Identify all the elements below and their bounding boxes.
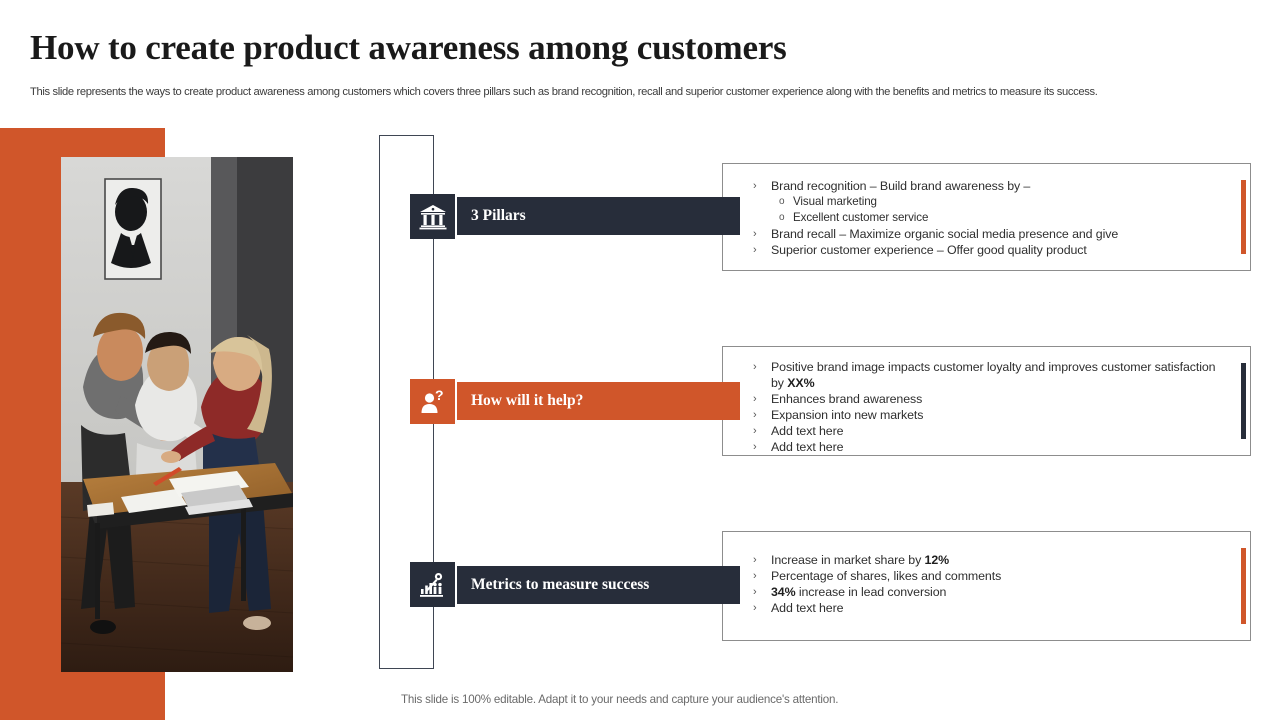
bullet-list-help: › Positive brand image impacts customer …	[723, 347, 1250, 455]
list-item: › 34% increase in lead conversion	[749, 584, 1226, 600]
bullet-text: Brand recognition – Build brand awarenes…	[771, 179, 1031, 193]
footer-note: This slide is 100% editable. Adapt it to…	[401, 693, 839, 706]
list-item: › Add text here	[749, 423, 1226, 439]
list-item: › Add text here	[749, 439, 1226, 455]
bullet-text: Positive brand image impacts customer lo…	[771, 360, 1216, 390]
list-item: o Excellent customer service	[749, 210, 1226, 226]
content-box-pillars: › Brand recognition – Build brand awaren…	[722, 163, 1251, 271]
person-question-icon: ?	[410, 379, 455, 424]
bullet-marker: ›	[753, 244, 757, 256]
team-meeting-photo-graphic	[61, 157, 293, 672]
bullet-text: Visual marketing	[793, 195, 877, 208]
bullet-text: Add text here	[771, 424, 844, 438]
bullet-marker: ›	[753, 228, 757, 240]
content-box-help: › Positive brand image impacts customer …	[722, 346, 1251, 456]
list-item: › Superior customer experience – Offer g…	[749, 242, 1226, 258]
content-box-metrics: › Increase in market share by 12% › Perc…	[722, 531, 1251, 641]
bullet-text: Add text here	[771, 601, 844, 615]
tab-label-help: How will it help?	[471, 392, 584, 409]
bullet-marker: o	[779, 212, 785, 223]
bullet-text: Brand recall – Maximize organic social m…	[771, 227, 1119, 241]
list-item: › Add text here	[749, 600, 1226, 616]
bullet-marker: ›	[753, 180, 757, 192]
person-question-icon-glyph: ?	[421, 389, 444, 413]
tab-label-pillars: 3 Pillars	[471, 207, 526, 224]
list-item: o Visual marketing	[749, 194, 1226, 210]
slide-subtitle: This slide represents the ways to create…	[30, 86, 1098, 98]
bullet-marker: ›	[753, 441, 757, 453]
edge-accent-right-help	[1241, 363, 1246, 439]
tab-bar-pillars[interactable]: 3 Pillars	[457, 197, 740, 235]
bullet-text: 34% increase in lead conversion	[771, 585, 947, 599]
bullet-marker: ›	[753, 393, 757, 405]
tab-bar-metrics[interactable]: Metrics to measure success	[457, 566, 740, 604]
bullet-marker: ›	[753, 570, 757, 582]
page-title: How to create product awareness among cu…	[30, 28, 787, 67]
bar-chart-growth-icon	[410, 562, 455, 607]
bullet-text: Expansion into new markets	[771, 408, 924, 422]
list-item: › Brand recognition – Build brand awaren…	[749, 178, 1226, 194]
bank-pillars-icon	[410, 194, 455, 239]
bullet-marker: ›	[753, 409, 757, 421]
bullet-text: Add text here	[771, 440, 844, 454]
team-meeting-photo	[61, 157, 293, 672]
list-item: › Expansion into new markets	[749, 407, 1226, 423]
bullet-text: Enhances brand awareness	[771, 392, 923, 406]
list-item: › Positive brand image impacts customer …	[749, 359, 1226, 391]
bullet-list-pillars: › Brand recognition – Build brand awaren…	[723, 164, 1250, 258]
list-item: › Percentage of shares, likes and commen…	[749, 568, 1226, 584]
tab-bar-help[interactable]: How will it help?	[457, 382, 740, 420]
bullet-text: Percentage of shares, likes and comments	[771, 569, 1002, 583]
bullet-marker: ›	[753, 602, 757, 614]
edge-accent-right-metrics	[1241, 548, 1246, 624]
bullet-marker: ›	[753, 586, 757, 598]
bullet-marker: ›	[753, 425, 757, 437]
bullet-text: Superior customer experience – Offer goo…	[771, 243, 1087, 257]
bullet-marker: o	[779, 196, 785, 207]
list-item: › Brand recall – Maximize organic social…	[749, 226, 1226, 242]
list-item: › Enhances brand awareness	[749, 391, 1226, 407]
tab-label-metrics: Metrics to measure success	[471, 576, 650, 593]
bullet-text: Excellent customer service	[793, 211, 929, 224]
bullet-text: Increase in market share by 12%	[771, 553, 950, 567]
bullet-marker: ›	[753, 361, 757, 373]
list-item: › Increase in market share by 12%	[749, 552, 1226, 568]
svg-text:?: ?	[435, 389, 444, 403]
bar-chart-growth-icon-glyph	[419, 572, 443, 597]
bullet-list-metrics: › Increase in market share by 12% › Perc…	[723, 532, 1250, 616]
bullet-marker: ›	[753, 554, 757, 566]
edge-accent-right-pillars	[1241, 180, 1246, 254]
bank-pillars-icon-glyph	[419, 204, 446, 229]
